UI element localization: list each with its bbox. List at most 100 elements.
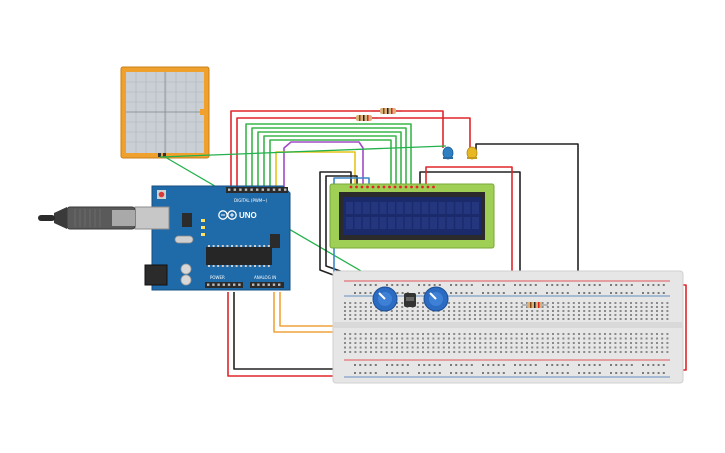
breadboard-hole[interactable]: [642, 292, 644, 294]
breadboard-hole[interactable]: [380, 346, 383, 349]
breadboard-hole[interactable]: [375, 342, 378, 344]
breadboard-hole[interactable]: [647, 292, 650, 294]
breadboard-hole[interactable]: [510, 318, 513, 320]
breadboard-hole[interactable]: [588, 351, 591, 353]
breadboard-hole[interactable]: [526, 337, 528, 340]
breadboard-hole[interactable]: [536, 351, 539, 353]
breadboard-hole[interactable]: [448, 333, 450, 335]
breadboard-hole[interactable]: [552, 314, 554, 316]
breadboard-hole[interactable]: [652, 284, 655, 286]
breadboard-hole[interactable]: [437, 314, 440, 316]
breadboard-hole[interactable]: [375, 318, 378, 320]
breadboard-hole[interactable]: [505, 337, 508, 340]
breadboard-hole[interactable]: [380, 342, 383, 344]
breadboard-hole[interactable]: [625, 364, 628, 366]
breadboard-hole[interactable]: [650, 337, 653, 340]
breadboard-hole[interactable]: [593, 364, 596, 366]
breadboard-hole[interactable]: [583, 372, 586, 374]
breadboard-hole[interactable]: [598, 333, 601, 335]
breadboard-hole[interactable]: [344, 318, 346, 320]
breadboard-hole[interactable]: [593, 284, 596, 286]
breadboard-hole[interactable]: [557, 302, 560, 304]
breadboard-hole[interactable]: [541, 346, 544, 349]
breadboard-hole[interactable]: [354, 306, 357, 308]
breadboard-hole[interactable]: [349, 310, 352, 312]
breadboard-hole[interactable]: [492, 292, 495, 294]
breadboard-hole[interactable]: [572, 306, 575, 308]
breadboard-hole[interactable]: [510, 310, 513, 312]
breadboard-hole[interactable]: [442, 314, 445, 316]
breadboard-hole[interactable]: [604, 314, 606, 316]
breadboard-hole[interactable]: [609, 314, 612, 316]
breadboard-hole[interactable]: [427, 346, 430, 349]
breadboard-hole[interactable]: [557, 342, 560, 344]
breadboard-hole[interactable]: [652, 364, 655, 366]
breadboard-hole[interactable]: [615, 284, 618, 286]
breadboard-hole[interactable]: [598, 318, 601, 320]
breadboard-hole[interactable]: [406, 342, 409, 344]
breadboard-hole[interactable]: [556, 284, 559, 286]
breadboard-hole[interactable]: [541, 337, 544, 340]
breadboard-hole[interactable]: [484, 310, 487, 312]
breadboard-hole[interactable]: [562, 333, 565, 335]
breadboard-hole[interactable]: [614, 333, 617, 335]
breadboard-hole[interactable]: [604, 337, 606, 340]
breadboard-hole[interactable]: [642, 372, 644, 374]
breadboard-hole[interactable]: [364, 292, 367, 294]
breadboard-hole[interactable]: [500, 333, 502, 335]
breadboard-hole[interactable]: [416, 333, 419, 335]
breadboard-hole[interactable]: [406, 337, 409, 340]
breadboard-hole[interactable]: [526, 342, 528, 344]
breadboard-hole[interactable]: [482, 372, 484, 374]
breadboard-hole[interactable]: [510, 306, 513, 308]
breadboard-hole[interactable]: [635, 306, 638, 308]
breadboard-hole[interactable]: [593, 342, 596, 344]
breadboard-hole[interactable]: [583, 333, 586, 335]
breadboard-hole[interactable]: [344, 314, 346, 316]
breadboard-hole[interactable]: [619, 310, 622, 312]
breadboard-hole[interactable]: [484, 314, 487, 316]
breadboard-hole[interactable]: [609, 351, 612, 353]
breadboard-hole[interactable]: [455, 372, 458, 374]
breadboard-hole[interactable]: [645, 337, 648, 340]
breadboard-hole[interactable]: [614, 314, 617, 316]
breadboard-hole[interactable]: [572, 302, 575, 304]
analog-pin[interactable]: [278, 283, 281, 286]
breadboard-hole[interactable]: [450, 292, 452, 294]
breadboard-hole[interactable]: [536, 318, 539, 320]
breadboard-hole[interactable]: [556, 372, 559, 374]
breadboard-hole[interactable]: [588, 372, 591, 374]
breadboard-hole[interactable]: [416, 314, 419, 316]
power-pin[interactable]: [222, 283, 225, 286]
breadboard-hole[interactable]: [437, 342, 440, 344]
breadboard-hole[interactable]: [567, 318, 570, 320]
breadboard-hole[interactable]: [344, 351, 346, 353]
led-yellow[interactable]: [466, 146, 478, 160]
breadboard-hole[interactable]: [656, 342, 658, 344]
breadboard-hole[interactable]: [661, 342, 664, 344]
breadboard-hole[interactable]: [487, 364, 490, 366]
breadboard-hole[interactable]: [557, 351, 560, 353]
breadboard-hole[interactable]: [640, 310, 643, 312]
breadboard-hole[interactable]: [364, 310, 367, 312]
wire-green-3[interactable]: [257, 131, 402, 190]
breadboard-hole[interactable]: [370, 337, 372, 340]
breadboard-hole[interactable]: [423, 364, 426, 366]
breadboard-hole[interactable]: [442, 318, 445, 320]
breadboard-hole[interactable]: [423, 372, 426, 374]
breadboard-hole[interactable]: [406, 346, 409, 349]
breadboard-hole[interactable]: [583, 364, 586, 366]
breadboard-hole[interactable]: [588, 318, 591, 320]
breadboard-hole[interactable]: [566, 292, 569, 294]
breadboard-hole[interactable]: [510, 333, 513, 335]
breadboard-hole[interactable]: [411, 342, 414, 344]
breadboard-hole[interactable]: [583, 351, 586, 353]
breadboard-hole[interactable]: [598, 314, 601, 316]
breadboard-hole[interactable]: [344, 346, 346, 349]
breadboard-hole[interactable]: [588, 337, 591, 340]
breadboard-hole[interactable]: [619, 333, 622, 335]
breadboard-hole[interactable]: [572, 346, 575, 349]
breadboard-hole[interactable]: [552, 342, 554, 344]
breadboard-hole[interactable]: [520, 314, 523, 316]
breadboard-hole[interactable]: [615, 372, 618, 374]
